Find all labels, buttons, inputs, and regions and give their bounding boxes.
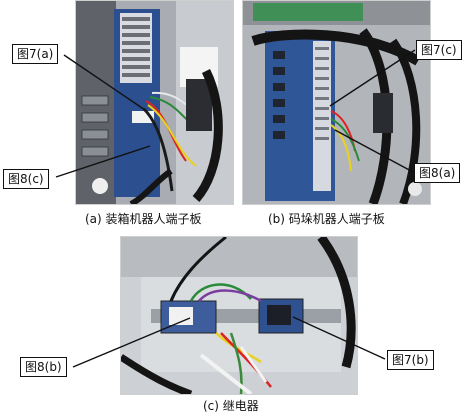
callout-fig7b: 图7(b) bbox=[387, 350, 434, 370]
callout-fig8b: 图8(b) bbox=[20, 357, 67, 377]
callout-fig7c: 图7(c) bbox=[416, 40, 462, 60]
photo-a-drawing bbox=[76, 1, 233, 204]
photo-b-drawing bbox=[243, 1, 430, 204]
photo-panel-c bbox=[120, 236, 358, 395]
caption-panel-c: (c) 继电器 bbox=[203, 399, 259, 413]
callout-fig8a: 图8(a) bbox=[414, 163, 461, 183]
photo-panel-a bbox=[75, 0, 234, 205]
photo-c-drawing bbox=[121, 237, 357, 394]
caption-panel-a: (a) 装箱机器人端子板 bbox=[85, 212, 202, 226]
callout-fig8c: 图8(c) bbox=[3, 169, 49, 189]
caption-panel-b: (b) 码垛机器人端子板 bbox=[268, 212, 385, 226]
photo-panel-b bbox=[242, 0, 431, 205]
callout-fig7a: 图7(a) bbox=[12, 44, 59, 64]
